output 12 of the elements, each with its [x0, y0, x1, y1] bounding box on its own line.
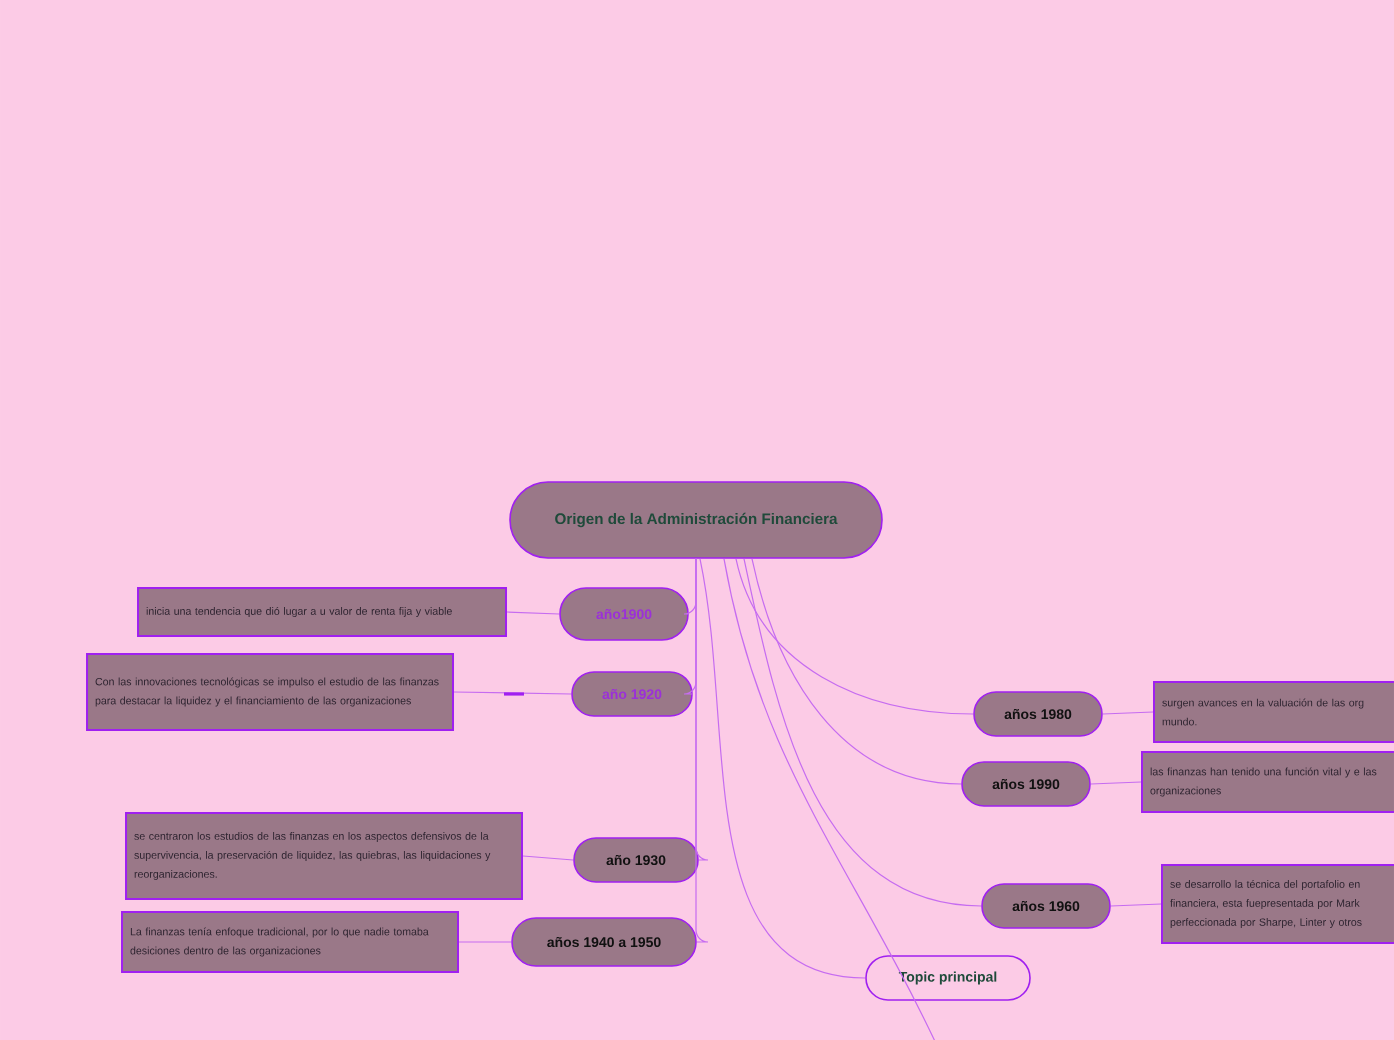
connector-line: [743, 558, 982, 907]
connector-line: [699, 558, 866, 979]
connector-line: [506, 611, 560, 615]
connector-line: [453, 691, 572, 696]
connector-line: [1102, 711, 1154, 715]
connector-line: [522, 855, 574, 861]
connector-line: [723, 558, 941, 1040]
connector-line: [735, 558, 974, 715]
connector-line: [1090, 781, 1142, 785]
connector-line: [458, 941, 512, 943]
connector-line: [751, 558, 962, 785]
connector-line: [1110, 903, 1162, 907]
